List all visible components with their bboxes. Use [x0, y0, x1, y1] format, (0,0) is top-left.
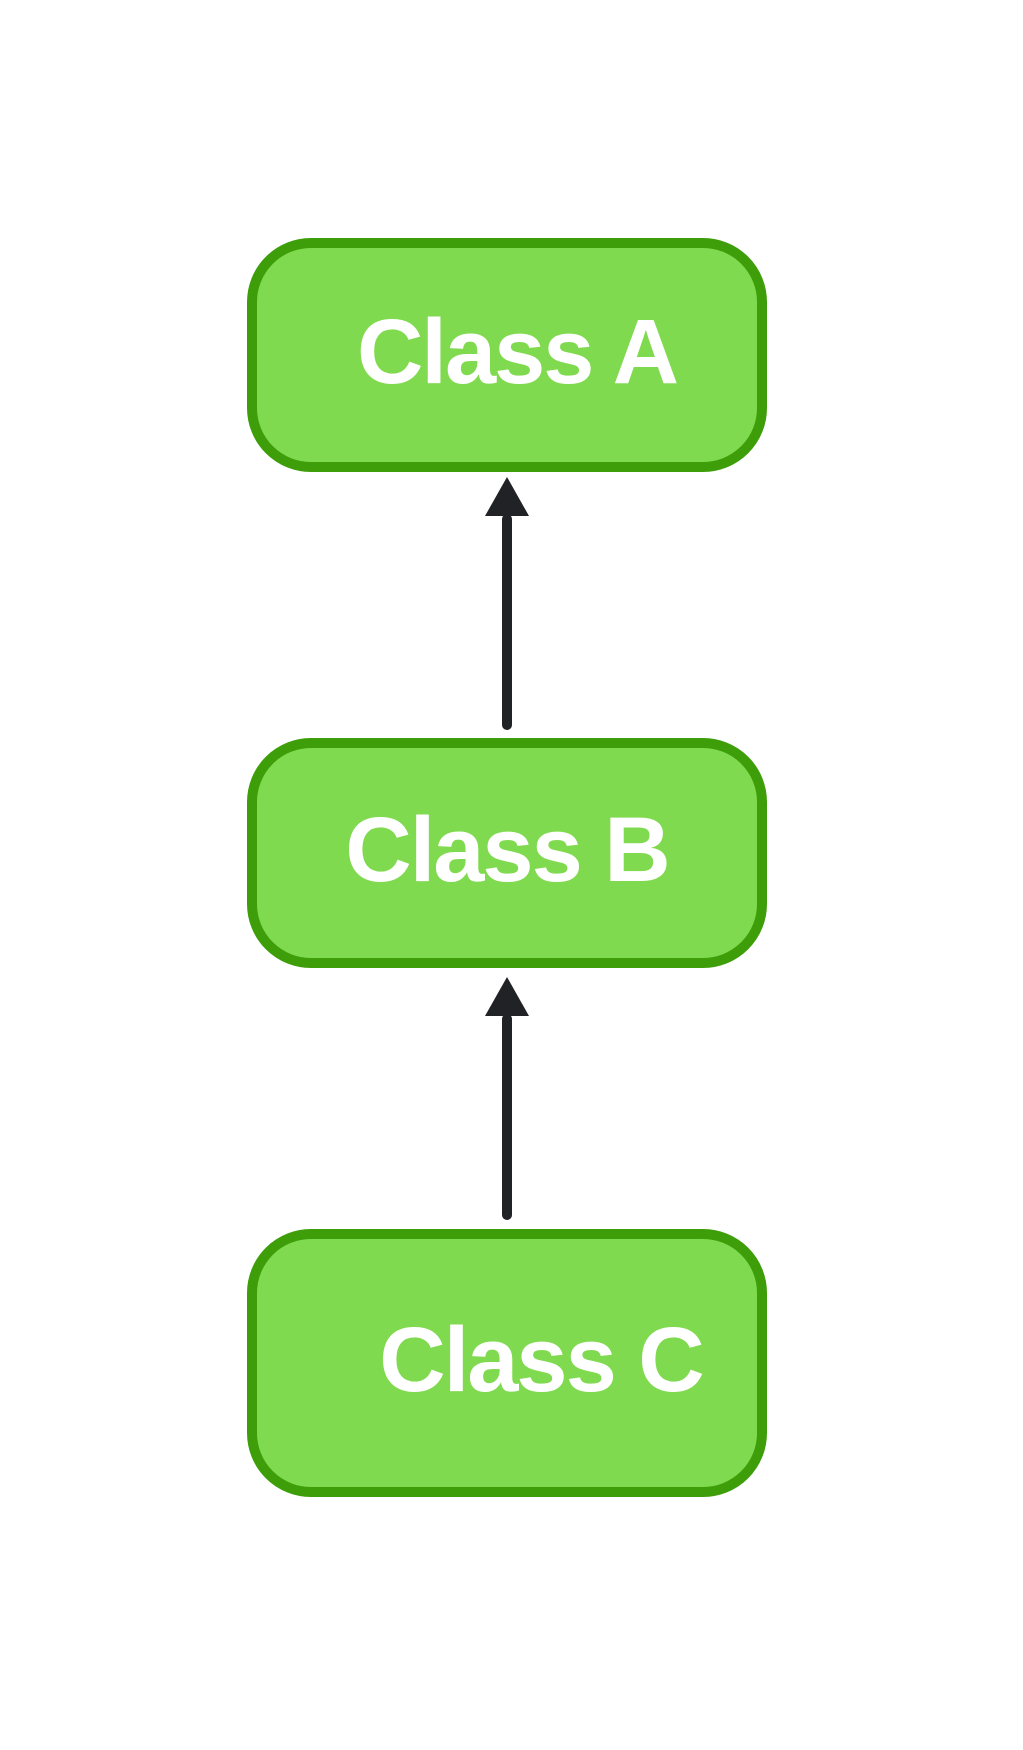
arrow-up-icon	[485, 477, 529, 516]
node-class-b-label: Class B	[345, 799, 670, 901]
arrow-up-icon	[485, 977, 529, 1016]
arrow-line	[502, 514, 512, 730]
edge-c-to-b	[485, 977, 529, 1220]
node-class-a-label: Class A	[356, 301, 679, 403]
node-class-b: Class B	[247, 738, 767, 968]
arrow-line	[502, 1014, 512, 1220]
edge-b-to-a	[485, 477, 529, 730]
node-class-a: Class A	[247, 238, 767, 472]
node-class-c: Class C	[247, 1229, 767, 1497]
node-class-c-label: Class C	[379, 1309, 704, 1411]
